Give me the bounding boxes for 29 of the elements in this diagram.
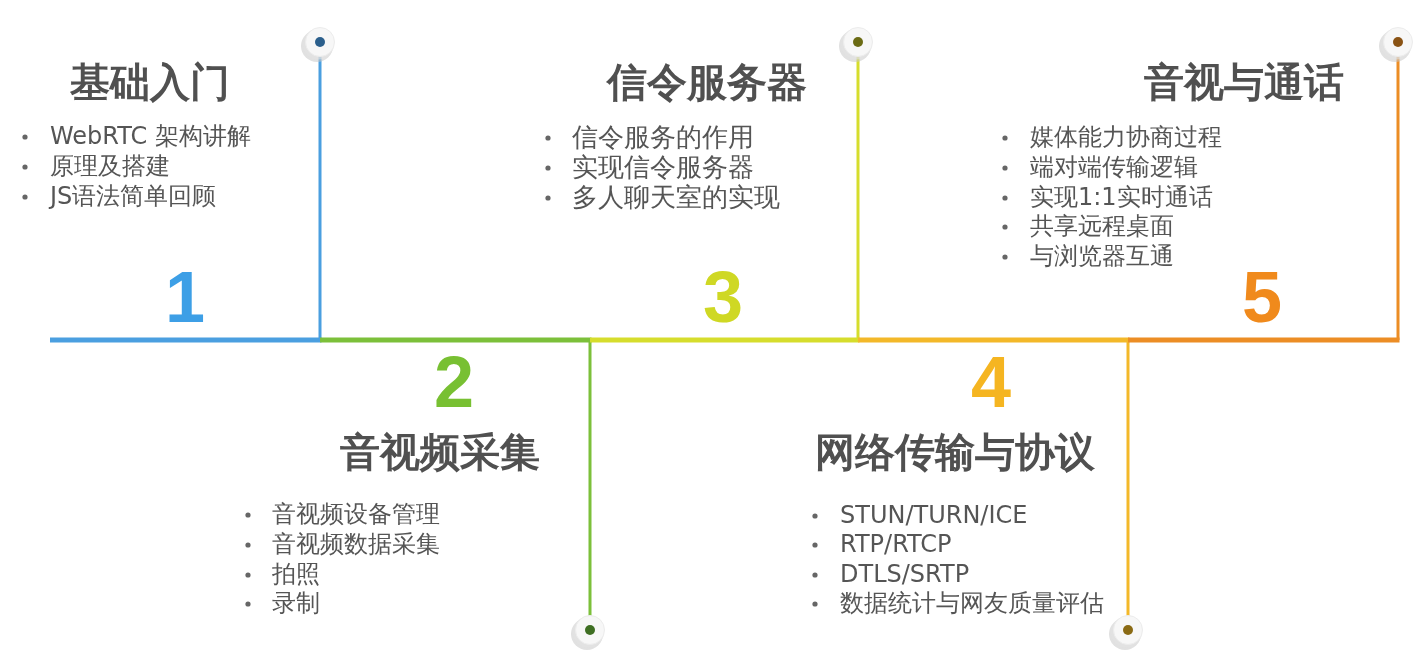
topic-heading: 网络传输与协议 xyxy=(815,429,1095,475)
list-item: RTP/RTCP xyxy=(840,531,952,559)
step-number: 1 xyxy=(165,261,205,333)
list-item: 端对端传输逻辑 xyxy=(1030,154,1198,182)
step-number: 3 xyxy=(703,261,743,333)
topic-heading: 信令服务器 xyxy=(607,59,807,105)
step-number: 4 xyxy=(971,346,1011,418)
topic-heading: 音视与通话 xyxy=(1144,59,1344,105)
list-item: WebRTC 架构讲解 xyxy=(50,123,251,151)
list-item: 媒体能力协商过程 xyxy=(1030,124,1222,152)
topic-heading: 音视频采集 xyxy=(340,429,540,475)
list-item: 与浏览器互通 xyxy=(1030,243,1174,271)
list-item: JS语法简单回顾 xyxy=(50,183,217,211)
list-item: 实现1:1实时通话 xyxy=(1030,184,1213,212)
list-item: DTLS/SRTP xyxy=(840,561,970,589)
list-item: 多人聊天室的实现 xyxy=(572,183,780,213)
list-item: 音视频设备管理 xyxy=(272,501,440,529)
list-item: 原理及搭建 xyxy=(50,153,170,181)
list-item: 信令服务的作用 xyxy=(572,123,754,153)
list-item: 实现信令服务器 xyxy=(572,153,754,183)
list-item: 音视频数据采集 xyxy=(272,531,440,559)
topic-heading: 基础入门 xyxy=(70,59,230,105)
step-number: 2 xyxy=(434,346,474,418)
list-item: 共享远程桌面 xyxy=(1030,213,1174,241)
list-item: 录制 xyxy=(272,590,320,618)
list-item: 拍照 xyxy=(272,561,320,589)
list-item: STUN/TURN/ICE xyxy=(840,502,1028,530)
list-item: 数据统计与网友质量评估 xyxy=(840,590,1104,618)
step-number: 5 xyxy=(1242,261,1282,333)
